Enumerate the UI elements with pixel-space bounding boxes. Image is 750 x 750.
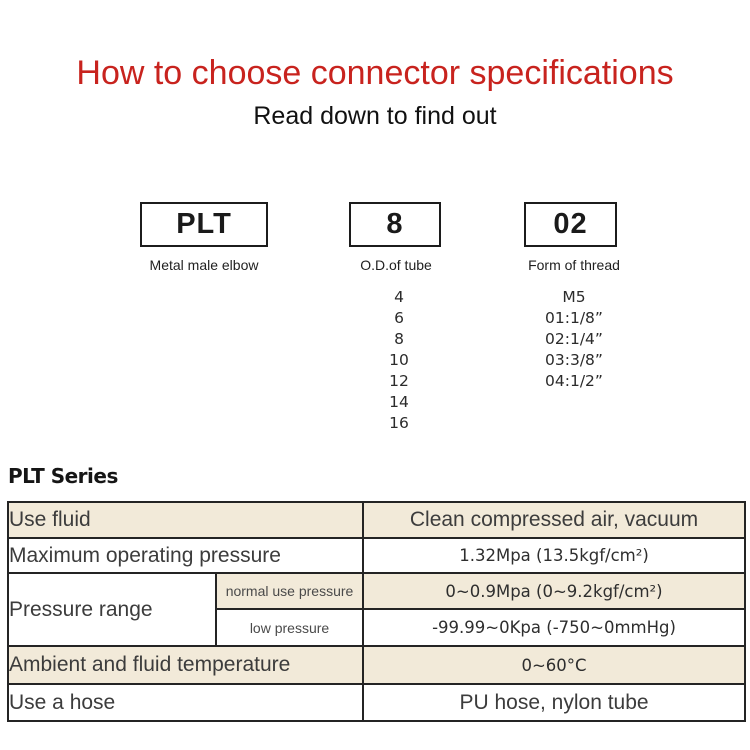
tube-size-option: 14 [389, 393, 409, 411]
spec-label-temperature: Ambient and fluid temperature [6, 645, 365, 685]
page-subtitle: Read down to find out [253, 102, 497, 130]
spec-label-max-pressure: Maximum operating pressure [6, 537, 365, 574]
tube-size-options: 4 6 8 10 12 14 16 [349, 287, 449, 434]
thread-option: 01:1/8” [545, 309, 603, 327]
tube-size-option: 12 [389, 372, 409, 390]
thread-option: 03:3/8” [545, 351, 603, 369]
series-box-caption: Metal male elbow [149, 257, 259, 273]
tube-box-caption: O.D.of tube [360, 257, 432, 273]
spec-label-pressure-range: Pressure range [7, 572, 217, 647]
spec-value-low-pressure: -99.99~0Kpa (-750~0mmHg) [362, 608, 747, 647]
thread-option: M5 [562, 288, 586, 306]
spec-value-use-fluid: Clean compressed air, vacuum [362, 501, 747, 539]
tube-size-option: 6 [394, 309, 404, 327]
model-code-box-tube-size: 8 [349, 202, 441, 247]
thread-options: M5 01:1/8” 02:1/4” 03:3/8” 04:1/2” [509, 287, 639, 392]
model-code-thread: 02 [553, 208, 588, 240]
spec-label-hose: Use a hose [6, 683, 365, 722]
thread-box-caption: Form of thread [528, 257, 620, 273]
page-title: How to choose connector specifications [76, 54, 674, 92]
tube-size-option: 4 [394, 288, 404, 306]
spec-table: Use fluid Clean compressed air, vacuum M… [6, 501, 747, 722]
thread-option: 02:1/4” [545, 330, 603, 348]
series-heading: PLT Series [8, 464, 118, 488]
table-row: Use a hose PU hose, nylon tube [6, 683, 747, 722]
table-row: Maximum operating pressure 1.32Mpa (13.5… [6, 537, 747, 574]
table-row: Use fluid Clean compressed air, vacuum [6, 501, 747, 539]
model-code-box-thread: 02 [524, 202, 617, 247]
model-code-tube-size: 8 [386, 208, 404, 240]
table-row: Ambient and fluid temperature 0~60°C [6, 645, 747, 685]
spec-value-temperature: 0~60°C [362, 645, 747, 685]
model-code-series: PLT [176, 208, 232, 240]
tube-size-option: 16 [389, 414, 409, 432]
spec-value-max-pressure: 1.32Mpa (13.5kgf/cm²) [362, 537, 747, 574]
spec-value-normal-pressure: 0~0.9Mpa (0~9.2kgf/cm²) [362, 572, 747, 610]
table-row: Pressure range normal use pressure 0~0.9… [7, 572, 747, 647]
thread-option: 04:1/2” [545, 372, 603, 390]
spec-sublabel-normal-pressure: normal use pressure [214, 572, 365, 610]
tube-size-option: 8 [394, 330, 404, 348]
tube-size-option: 10 [389, 351, 409, 369]
spec-label-use-fluid: Use fluid [6, 501, 365, 539]
table-row: low pressure -99.99~0Kpa (-750~0mmHg) [8, 608, 747, 647]
spec-value-hose: PU hose, nylon tube [362, 683, 747, 722]
model-code-box-series: PLT [140, 202, 268, 247]
spec-sublabel-low-pressure: low pressure [214, 608, 365, 647]
